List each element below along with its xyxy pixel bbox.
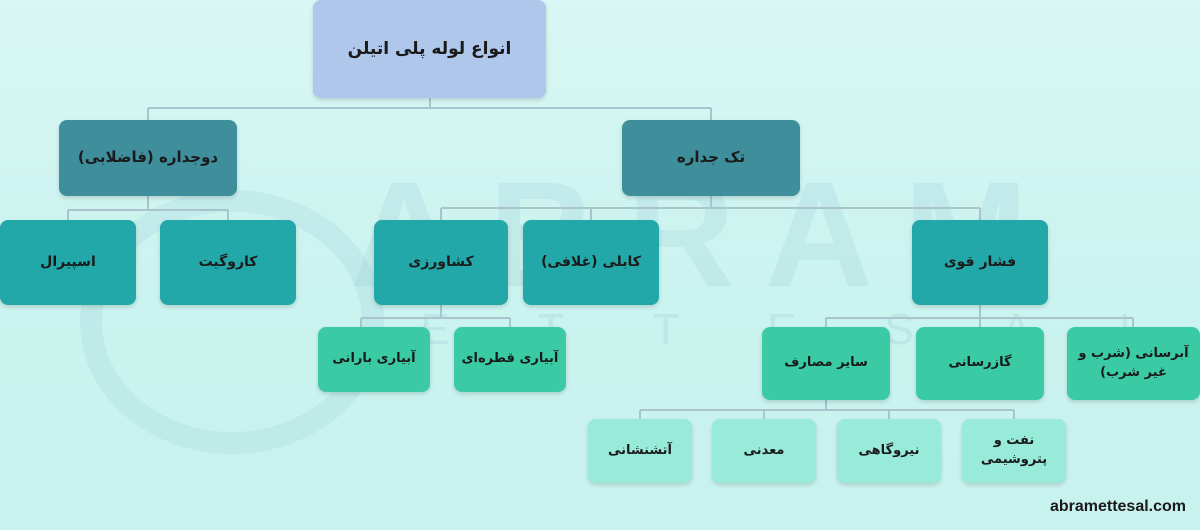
- node-mining: معدنی: [712, 419, 816, 483]
- node-sprinkler-irrigation: آبیاری بارانی: [318, 327, 430, 392]
- node-oil-petrochemical: نفت و پتروشیمی: [962, 419, 1066, 483]
- node-gas-supply: گازرسانی: [916, 327, 1044, 400]
- node-agriculture: کشاورزی: [374, 220, 508, 305]
- website-label: abramettesal.com: [1049, 498, 1186, 515]
- node-cable: کابلی (غلافی): [523, 220, 659, 305]
- node-corrugated: کاروگیت: [160, 220, 296, 305]
- node-other-uses: سایر مصارف: [762, 327, 890, 400]
- node-fire-fighting: آتشنشانی: [588, 419, 692, 483]
- node-water-supply: آبرسانی (شرب و غیر شرب): [1067, 327, 1200, 400]
- node-root: انواع لوله پلی اتیلن: [313, 0, 546, 98]
- node-double-wall: دوجداره (فاضلابی): [59, 120, 237, 196]
- node-high-pressure: فشار قوی: [912, 220, 1048, 305]
- node-drip-irrigation: آبیاری قطره‌ای: [454, 327, 566, 392]
- node-single-wall: تک جداره: [622, 120, 800, 196]
- node-spiral: اسپیرال: [0, 220, 136, 305]
- node-power-plant: نیروگاهی: [837, 419, 941, 483]
